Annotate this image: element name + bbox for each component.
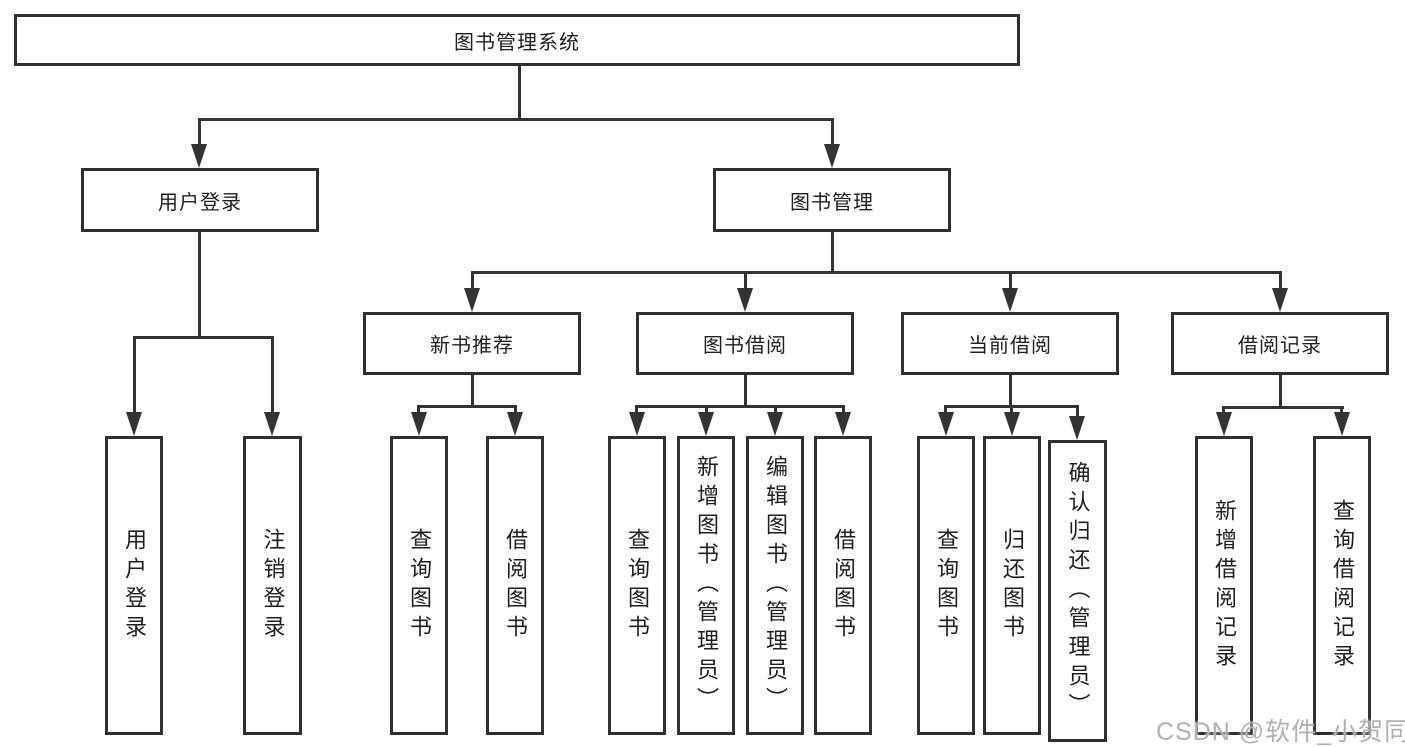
arrow-down-icon xyxy=(264,412,280,436)
arrow-down-icon xyxy=(411,412,427,436)
leaf-borrow-books-borrow: 借阅图书 xyxy=(814,436,872,735)
arrow-down-icon xyxy=(1002,288,1018,312)
connector-borrowrecords-bar xyxy=(1222,406,1344,409)
node-new-book-recommend-label: 新书推荐 xyxy=(430,335,514,357)
arrow-down-icon xyxy=(824,144,840,168)
arrow-down-icon xyxy=(938,412,954,436)
connector-newbook-stub xyxy=(471,375,474,408)
leaf-query-books-current: 查询图书 xyxy=(917,436,975,735)
arrow-down-icon xyxy=(1216,412,1232,436)
leaf-edit-book-admin: 编辑图书（管理员） xyxy=(746,436,804,735)
arrow-down-icon xyxy=(1069,416,1085,440)
node-user-login: 用户登录 xyxy=(81,168,319,232)
connector-bookmgmt-stub xyxy=(831,231,834,274)
leaf-borrow-books-newbook: 借阅图书 xyxy=(486,436,544,735)
arrow-down-icon xyxy=(126,412,142,436)
leaf-query-books-borrow-label: 查询图书 xyxy=(625,527,650,644)
connector-borrowrecords-stub xyxy=(1279,375,1282,409)
connector-drop xyxy=(1010,405,1013,416)
arrow-down-icon xyxy=(507,412,523,436)
connector-drop xyxy=(1279,271,1282,291)
connector-currentborrow-stub xyxy=(1009,375,1012,408)
connector-root-bar xyxy=(198,118,834,121)
connector-drop xyxy=(842,405,845,416)
leaf-add-book-admin-label: 新增图书（管理员） xyxy=(694,455,719,716)
arrow-down-icon xyxy=(767,412,783,436)
connector-bookmgmt-bar xyxy=(471,271,1282,274)
node-new-book-recommend: 新书推荐 xyxy=(363,312,581,375)
watermark: CSDN @软件_小贺同学 xyxy=(1156,718,1405,746)
connector-drop xyxy=(1076,405,1079,418)
leaf-query-books-newbook-label: 查询图书 xyxy=(407,527,432,644)
node-user-login-label: 用户登录 xyxy=(158,191,242,214)
connector-userlogin-stub xyxy=(198,231,201,338)
leaf-query-borrow-record: 查询借阅记录 xyxy=(1313,436,1371,735)
arrow-down-icon xyxy=(737,288,753,312)
connector-drop xyxy=(705,405,708,416)
leaf-confirm-return-admin-label: 确认归还（管理员） xyxy=(1065,460,1091,722)
node-library-system-label: 图书管理系统 xyxy=(454,31,580,54)
arrow-down-icon xyxy=(464,288,480,312)
leaf-return-books-label: 归还图书 xyxy=(1000,527,1025,644)
arrow-down-icon xyxy=(835,412,851,436)
leaf-query-books-newbook: 查询图书 xyxy=(390,436,448,735)
connector-drop xyxy=(133,336,136,414)
node-book-management: 图书管理 xyxy=(713,168,951,232)
connector-drop xyxy=(1340,406,1343,416)
node-book-borrow: 图书借阅 xyxy=(636,312,854,375)
leaf-logout-label: 注销登录 xyxy=(260,527,286,644)
leaf-edit-book-admin-label: 编辑图书（管理员） xyxy=(763,455,788,716)
connector-drop xyxy=(744,271,747,291)
connector-drop-book-management xyxy=(831,118,834,146)
connector-drop xyxy=(514,405,517,416)
node-book-management-label: 图书管理 xyxy=(790,191,874,214)
connector-drop xyxy=(471,271,474,291)
arrow-down-icon xyxy=(1004,412,1020,436)
connector-drop xyxy=(1222,406,1225,416)
leaf-add-book-admin: 新增图书（管理员） xyxy=(677,436,735,735)
arrow-down-icon xyxy=(1334,412,1350,436)
node-borrow-records-label: 借阅记录 xyxy=(1238,335,1322,357)
node-borrow-records: 借阅记录 xyxy=(1171,312,1389,375)
leaf-return-books: 归还图书 xyxy=(983,436,1041,735)
connector-drop-user-login xyxy=(198,118,201,146)
leaf-user-login-label: 用户登录 xyxy=(122,527,147,644)
leaf-query-borrow-record-label: 查询借阅记录 xyxy=(1330,498,1355,673)
connector-drop xyxy=(944,405,947,416)
connector-drop xyxy=(635,405,638,416)
node-current-borrow: 当前借阅 xyxy=(901,312,1119,375)
connector-newbook-bar xyxy=(417,405,517,408)
connector-drop xyxy=(417,405,420,416)
connector-drop xyxy=(774,405,777,416)
leaf-confirm-return-admin: 确认归还（管理员） xyxy=(1048,440,1107,742)
leaf-query-books-current-label: 查询图书 xyxy=(934,527,959,644)
connector-bookborrow-bar xyxy=(635,405,845,408)
leaf-query-books-borrow: 查询图书 xyxy=(608,436,666,735)
connector-bookborrow-stub xyxy=(744,375,747,408)
node-current-borrow-label: 当前借阅 xyxy=(968,335,1052,357)
leaf-add-borrow-record-label: 新增借阅记录 xyxy=(1212,498,1237,673)
connector-drop xyxy=(1009,271,1012,291)
arrow-down-icon xyxy=(629,412,645,436)
leaf-borrow-books-newbook-label: 借阅图书 xyxy=(503,527,528,644)
leaf-add-borrow-record: 新增借阅记录 xyxy=(1195,436,1253,735)
leaf-borrow-books-borrow-label: 借阅图书 xyxy=(831,527,856,644)
connector-userlogin-bar xyxy=(133,336,274,339)
leaf-user-login: 用户登录 xyxy=(105,436,163,735)
arrow-down-icon xyxy=(191,144,207,168)
node-book-borrow-label: 图书借阅 xyxy=(703,335,787,357)
connector-root-stub xyxy=(518,64,521,121)
arrow-down-icon xyxy=(1272,288,1288,312)
leaf-logout: 注销登录 xyxy=(243,436,302,735)
arrow-down-icon xyxy=(698,412,714,436)
connector-drop xyxy=(271,336,274,414)
node-library-system: 图书管理系统 xyxy=(14,14,1020,66)
